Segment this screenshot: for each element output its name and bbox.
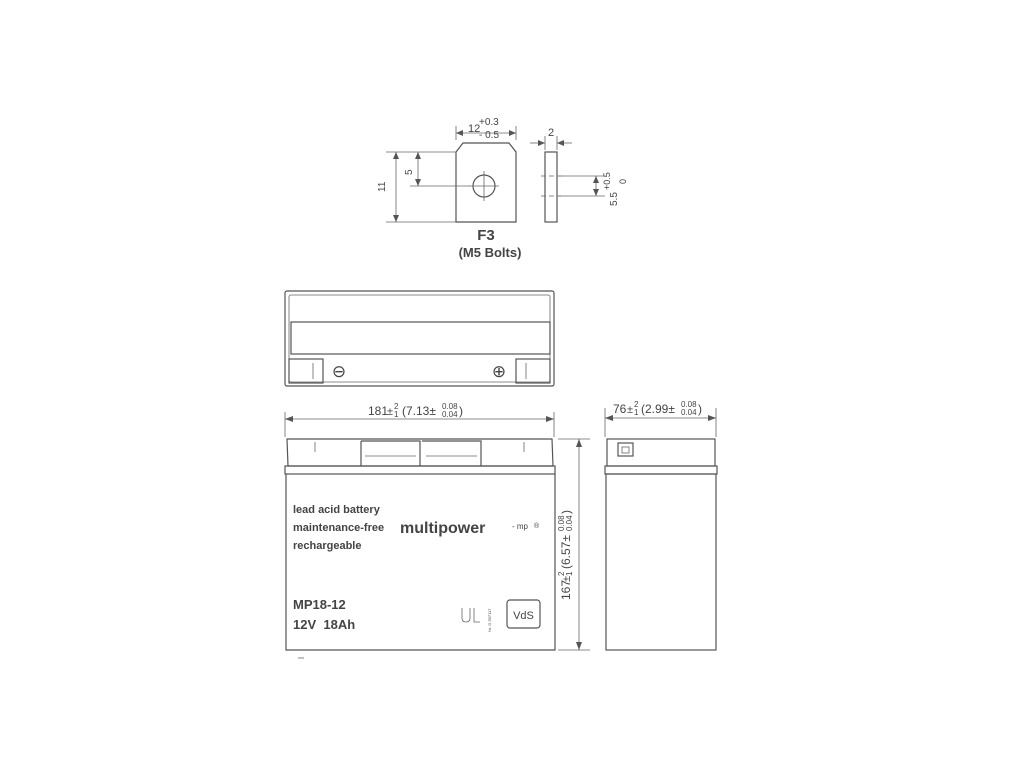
front-lid-rim — [284, 465, 556, 475]
battery-top-view: ⊖ ⊕ — [284, 290, 555, 387]
width-tol: ± — [627, 404, 633, 416]
width-base: 76 — [613, 402, 627, 416]
terminal-width-tol-minus: - 0.5 — [479, 130, 499, 141]
height-inch: (6.57± — [559, 535, 573, 569]
battery-line1: lead acid battery — [293, 504, 381, 516]
height-inch-minus: 0.04 — [565, 515, 574, 531]
top-view-outline — [284, 290, 555, 387]
height-base: 167 — [559, 580, 573, 600]
ul-recognized-icon — [461, 608, 480, 623]
battery-model: MP18-12 — [293, 597, 346, 612]
positive-terminal-top — [515, 358, 551, 384]
terminal-front-outline — [455, 142, 517, 223]
width-dimension: 76 ± 2 1 (2.99± 0.08 0.04 ) — [604, 400, 717, 437]
battery-line3: rechargeable — [293, 540, 361, 552]
terminal-name: F3 — [477, 227, 495, 244]
negative-terminal-top — [288, 358, 324, 384]
width-inch: (2.99± — [641, 402, 675, 416]
top-view-label-strip — [290, 321, 551, 355]
front-lid-handle — [360, 440, 482, 466]
vds-label: VdS — [513, 610, 534, 622]
battery-front-view: lead acid battery maintenance-free recha… — [284, 438, 556, 659]
height-tol-minus: 1 — [565, 571, 574, 576]
length-inch-close: ) — [459, 404, 463, 418]
length-inch: (7.13± — [402, 404, 436, 418]
length-tol: ± — [387, 406, 393, 418]
side-body-outline — [605, 473, 717, 651]
height-tol: ± — [561, 576, 573, 582]
hole-height-label: 5 — [404, 169, 415, 175]
battery-brand: multipower — [400, 520, 485, 537]
width-inch-plus: 0.08 — [681, 400, 697, 409]
height-inch-close: ) — [559, 510, 573, 514]
width-tol-minus: 1 — [634, 408, 639, 417]
positive-terminal-symbol: ⊕ — [492, 362, 506, 381]
battery-brand-sub: - mp — [512, 522, 529, 531]
battery-rating: 12V 18Ah — [293, 617, 355, 632]
terminal-width-base: 12 — [468, 123, 480, 135]
battery-line2: maintenance-free — [293, 522, 384, 534]
length-base: 181 — [368, 404, 388, 418]
width-tol-plus: 2 — [634, 400, 639, 409]
width-inch-close: ) — [698, 402, 702, 416]
length-inch-minus: 0.04 — [442, 410, 458, 419]
height-tol-plus: 2 — [557, 571, 566, 576]
side-dim-tol-minus: 0 — [618, 179, 628, 184]
height-inch-plus: 0.08 — [557, 515, 566, 531]
side-dim-base: 5.5 — [609, 192, 620, 206]
width-inch-minus: 0.04 — [681, 408, 697, 417]
terminal-side-outline — [544, 151, 558, 223]
battery-side-view — [604, 438, 718, 651]
height-dimension: 167 ± 2 1 (6.57± 0.08 0.04 ) — [557, 438, 590, 651]
side-terminal — [617, 442, 634, 457]
terminal-bolts-label: (M5 Bolts) — [459, 245, 522, 260]
length-tol-minus: 1 — [394, 410, 399, 419]
length-dimension: 181 ± 2 1 (7.13± 0.08 0.04 ) — [284, 402, 555, 437]
length-inch-plus: 0.08 — [442, 402, 458, 411]
cert-small-text: Nr. G 597117 — [487, 608, 492, 632]
vds-certification-box — [506, 599, 541, 629]
battery-brand-reg: ® — [534, 522, 540, 530]
length-tol-plus: 2 — [394, 402, 399, 411]
terminal-height-label: 11 — [377, 181, 388, 192]
terminal-width-tol-plus: +0.3 — [479, 117, 499, 128]
side-lid-rim — [604, 465, 718, 475]
front-body-outline — [285, 474, 556, 651]
negative-terminal-symbol: ⊖ — [332, 362, 346, 381]
terminal-thickness-label: 2 — [548, 127, 554, 139]
terminal-detail: 12 +0.3 - 0.5 11 5 2 5.5 +0.5 0 F3 — [377, 117, 628, 260]
side-dim-tol-plus: +0.5 — [602, 172, 612, 190]
